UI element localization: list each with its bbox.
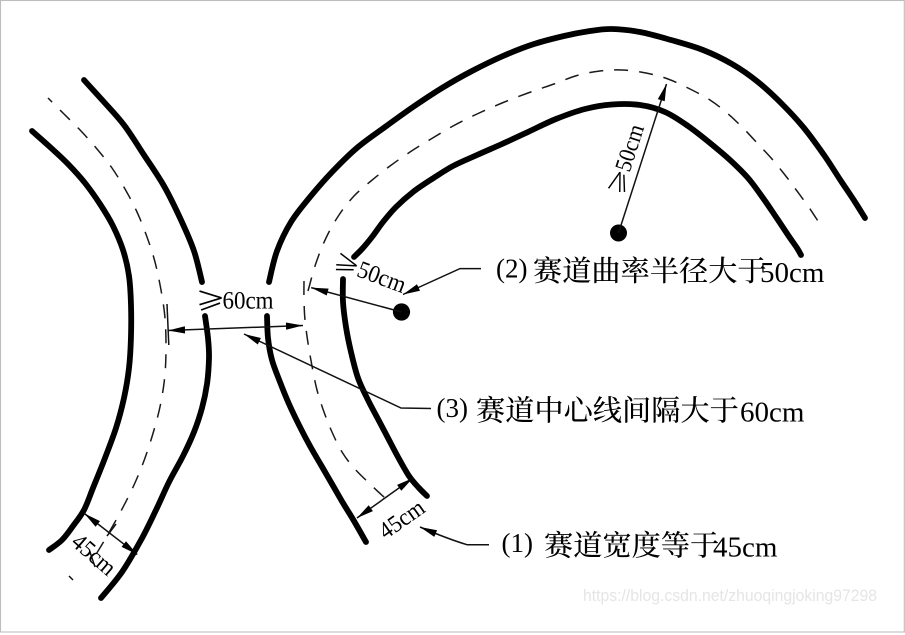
svg-text:60cm: 60cm	[223, 286, 274, 315]
svg-text:(1): (1)	[502, 528, 533, 558]
svg-text:(2): (2)	[496, 254, 527, 284]
svg-text:50cm: 50cm	[760, 257, 825, 289]
svg-text:(3): (3)	[437, 393, 468, 423]
svg-text:45cm: 45cm	[713, 532, 778, 564]
svg-text:https://blog.csdn.net/zhuoqing: https://blog.csdn.net/zhuoqingjoking9729…	[583, 586, 877, 605]
svg-text:60cm: 60cm	[740, 397, 805, 429]
